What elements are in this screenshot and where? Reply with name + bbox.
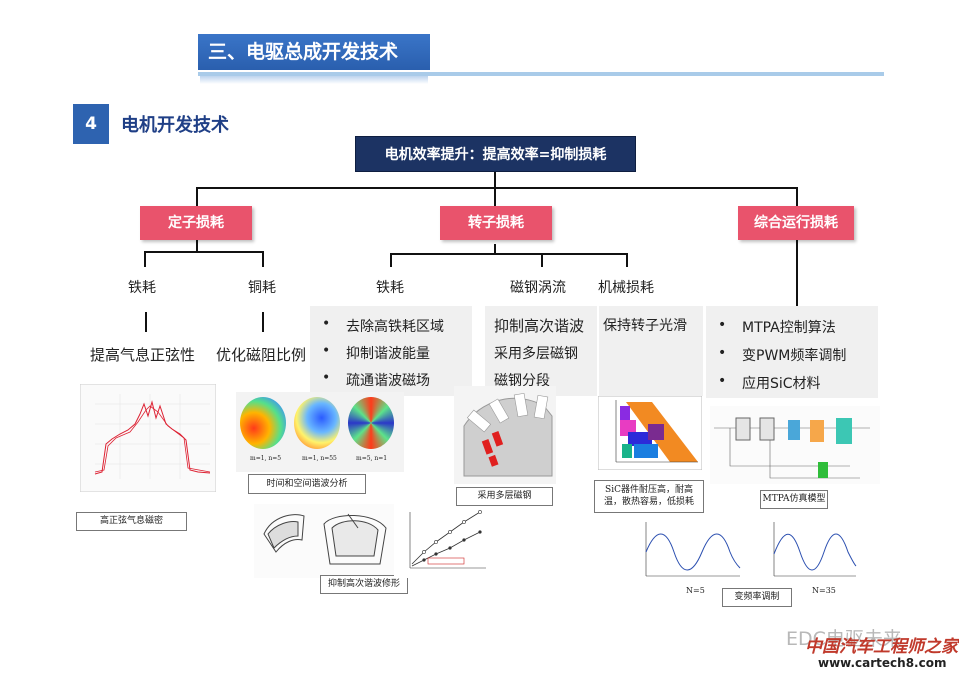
stator-copper-item: 优化磁阻比例 [216,346,307,364]
connector [626,253,628,267]
connector [390,253,628,255]
stator-iron-item: 提高气息正弦性 [90,346,196,364]
connector [144,251,264,253]
multilayer-rotor-figure [454,386,556,484]
connector [144,251,146,267]
harmonic-caption: 时间和空间谐波分析 [248,474,366,494]
watermark-brand: 中国汽车工程师之家 [805,637,958,657]
header-title: 三、电驱总成开发技术 [208,41,399,63]
shaping-figure [254,504,394,578]
rotor-iron-item: • 去除高铁耗区域 [322,316,444,336]
harmonic-map-disc [348,397,394,449]
harmonic-map-label: m=1, n=5 [250,455,282,462]
connector [494,187,496,207]
operation-item: • 变PWM频率调制 [718,345,847,365]
multilayer-caption: 采用多层磁钢 [456,487,553,506]
vfreq-waveform-left [626,518,744,588]
connector [494,172,496,188]
harmonic-map-disc [240,397,286,449]
operation-item-label: 变PWM频率调制 [742,348,847,364]
connector [145,312,147,332]
airgap-flux-plot [80,384,216,492]
watermark-text: EDC电驱未来 [786,628,902,650]
connector [196,187,798,189]
header-banner: 三、电驱总成开发技术 [198,34,430,70]
rotor-iron-label: 铁耗 [376,280,404,296]
harmonic-map-label: m=1, n=55 [302,455,337,462]
operation-item: • MTPA控制算法 [718,317,836,337]
header-shadow [200,76,428,84]
rotor-iron-item: • 抑制谐波能量 [322,343,430,363]
connector [390,253,392,267]
category-rotor-loss: 转子损耗 [440,206,552,240]
stator-iron-label: 铁耗 [128,280,156,296]
bullet-icon: • [718,345,727,361]
bullet-icon: • [322,316,331,332]
rotor-mech-item: 保持转子光滑 [603,318,687,334]
connector [796,240,798,312]
operation-panel [706,306,878,398]
connector [796,187,798,207]
rotor-eddy-label: 磁钢涡流 [510,280,566,296]
connector [494,244,496,254]
rotor-eddy-item: 磁钢分段 [494,373,550,389]
harmonic-map-disc [294,397,340,449]
vfreq-waveform-right [756,518,860,588]
airgap-caption: 高正弦气息磁密 [76,512,187,531]
connector [262,251,264,267]
mtpa-caption: MTPA仿真模型 [760,490,828,509]
operation-item: • 应用SiC材料 [718,373,821,393]
rotor-mech-panel [599,306,703,396]
bullet-icon: • [718,317,727,333]
rotor-iron-item-label: 去除高铁耗区域 [346,319,444,335]
rotor-eddy-item: 抑制高次谐波 [494,317,585,335]
harmonic-map-label: m=5, n=1 [356,455,388,462]
bullet-icon: • [322,370,331,386]
rotor-iron-item-label: 疏通谐波磁场 [346,373,430,389]
connector [196,240,198,252]
stator-copper-label: 铜耗 [248,280,276,296]
section-title: 电机开发技术 [121,115,229,136]
rotor-iron-panel [310,306,472,396]
shaping-caption: 抑制高次谐波修形 [320,575,408,594]
category-stator-loss: 定子损耗 [140,206,252,240]
sic-caption: SiC器件耐压高，耐高温，散热容易，低损耗 [594,480,704,513]
rotor-eddy-item: 采用多层磁钢 [494,346,578,362]
wave-right-n: N=35 [812,586,836,595]
connector [196,187,198,207]
rotor-iron-item-label: 抑制谐波能量 [346,346,430,362]
bullet-icon: • [322,343,331,359]
connector [541,253,543,267]
category-operation-loss: 综合运行损耗 [738,206,854,240]
bullet-icon: • [718,373,727,389]
section-number: 4 [73,104,109,144]
header-rule [198,72,884,76]
operation-item-label: MTPA控制算法 [742,320,836,336]
shaping-line-chart [394,506,490,578]
rotor-eddy-panel [485,306,597,396]
connector [262,312,264,332]
root-node: 电机效率提升：提高效率=抑制损耗 [355,136,636,172]
wave-left-n: N=5 [686,586,705,595]
operation-item-label: 应用SiC材料 [742,376,821,392]
mtpa-simulation-figure [710,406,880,484]
watermark-url: www.cartech8.com [818,656,947,670]
rotor-mech-label: 机械损耗 [598,280,654,296]
vfreq-caption: 变频率调制 [722,588,792,607]
rotor-iron-item: • 疏通谐波磁场 [322,370,430,390]
sic-device-chart [598,396,702,470]
